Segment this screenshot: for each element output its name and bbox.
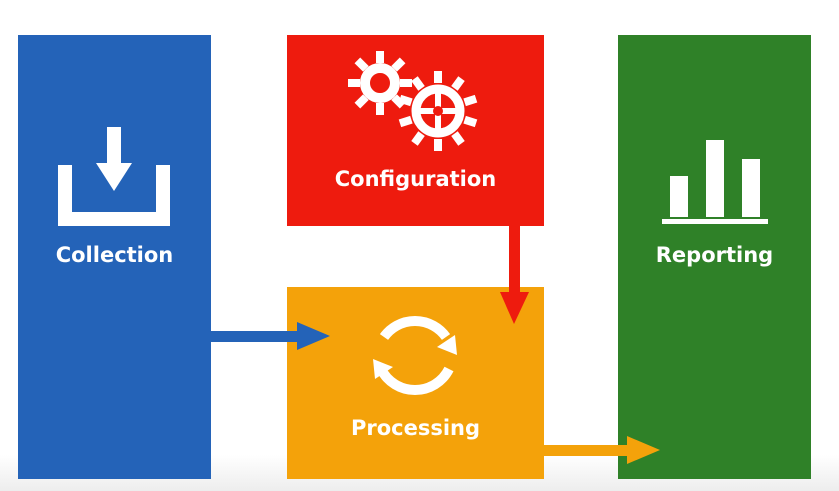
gears-icon: [344, 47, 484, 157]
collection-label: Collection: [55, 243, 174, 267]
bar-chart-icon: [662, 138, 768, 224]
configuration-label: Configuration: [334, 167, 497, 191]
configuration-box: Configuration: [287, 35, 544, 226]
processing-label: Processing: [350, 416, 481, 440]
refresh-cycle-icon: [357, 307, 473, 407]
reporting-label: Reporting: [655, 243, 774, 267]
collection-box: Collection: [18, 35, 211, 479]
reporting-box: Reporting: [618, 35, 811, 479]
download-tray-icon: [56, 127, 172, 229]
processing-box: Processing: [287, 287, 544, 479]
